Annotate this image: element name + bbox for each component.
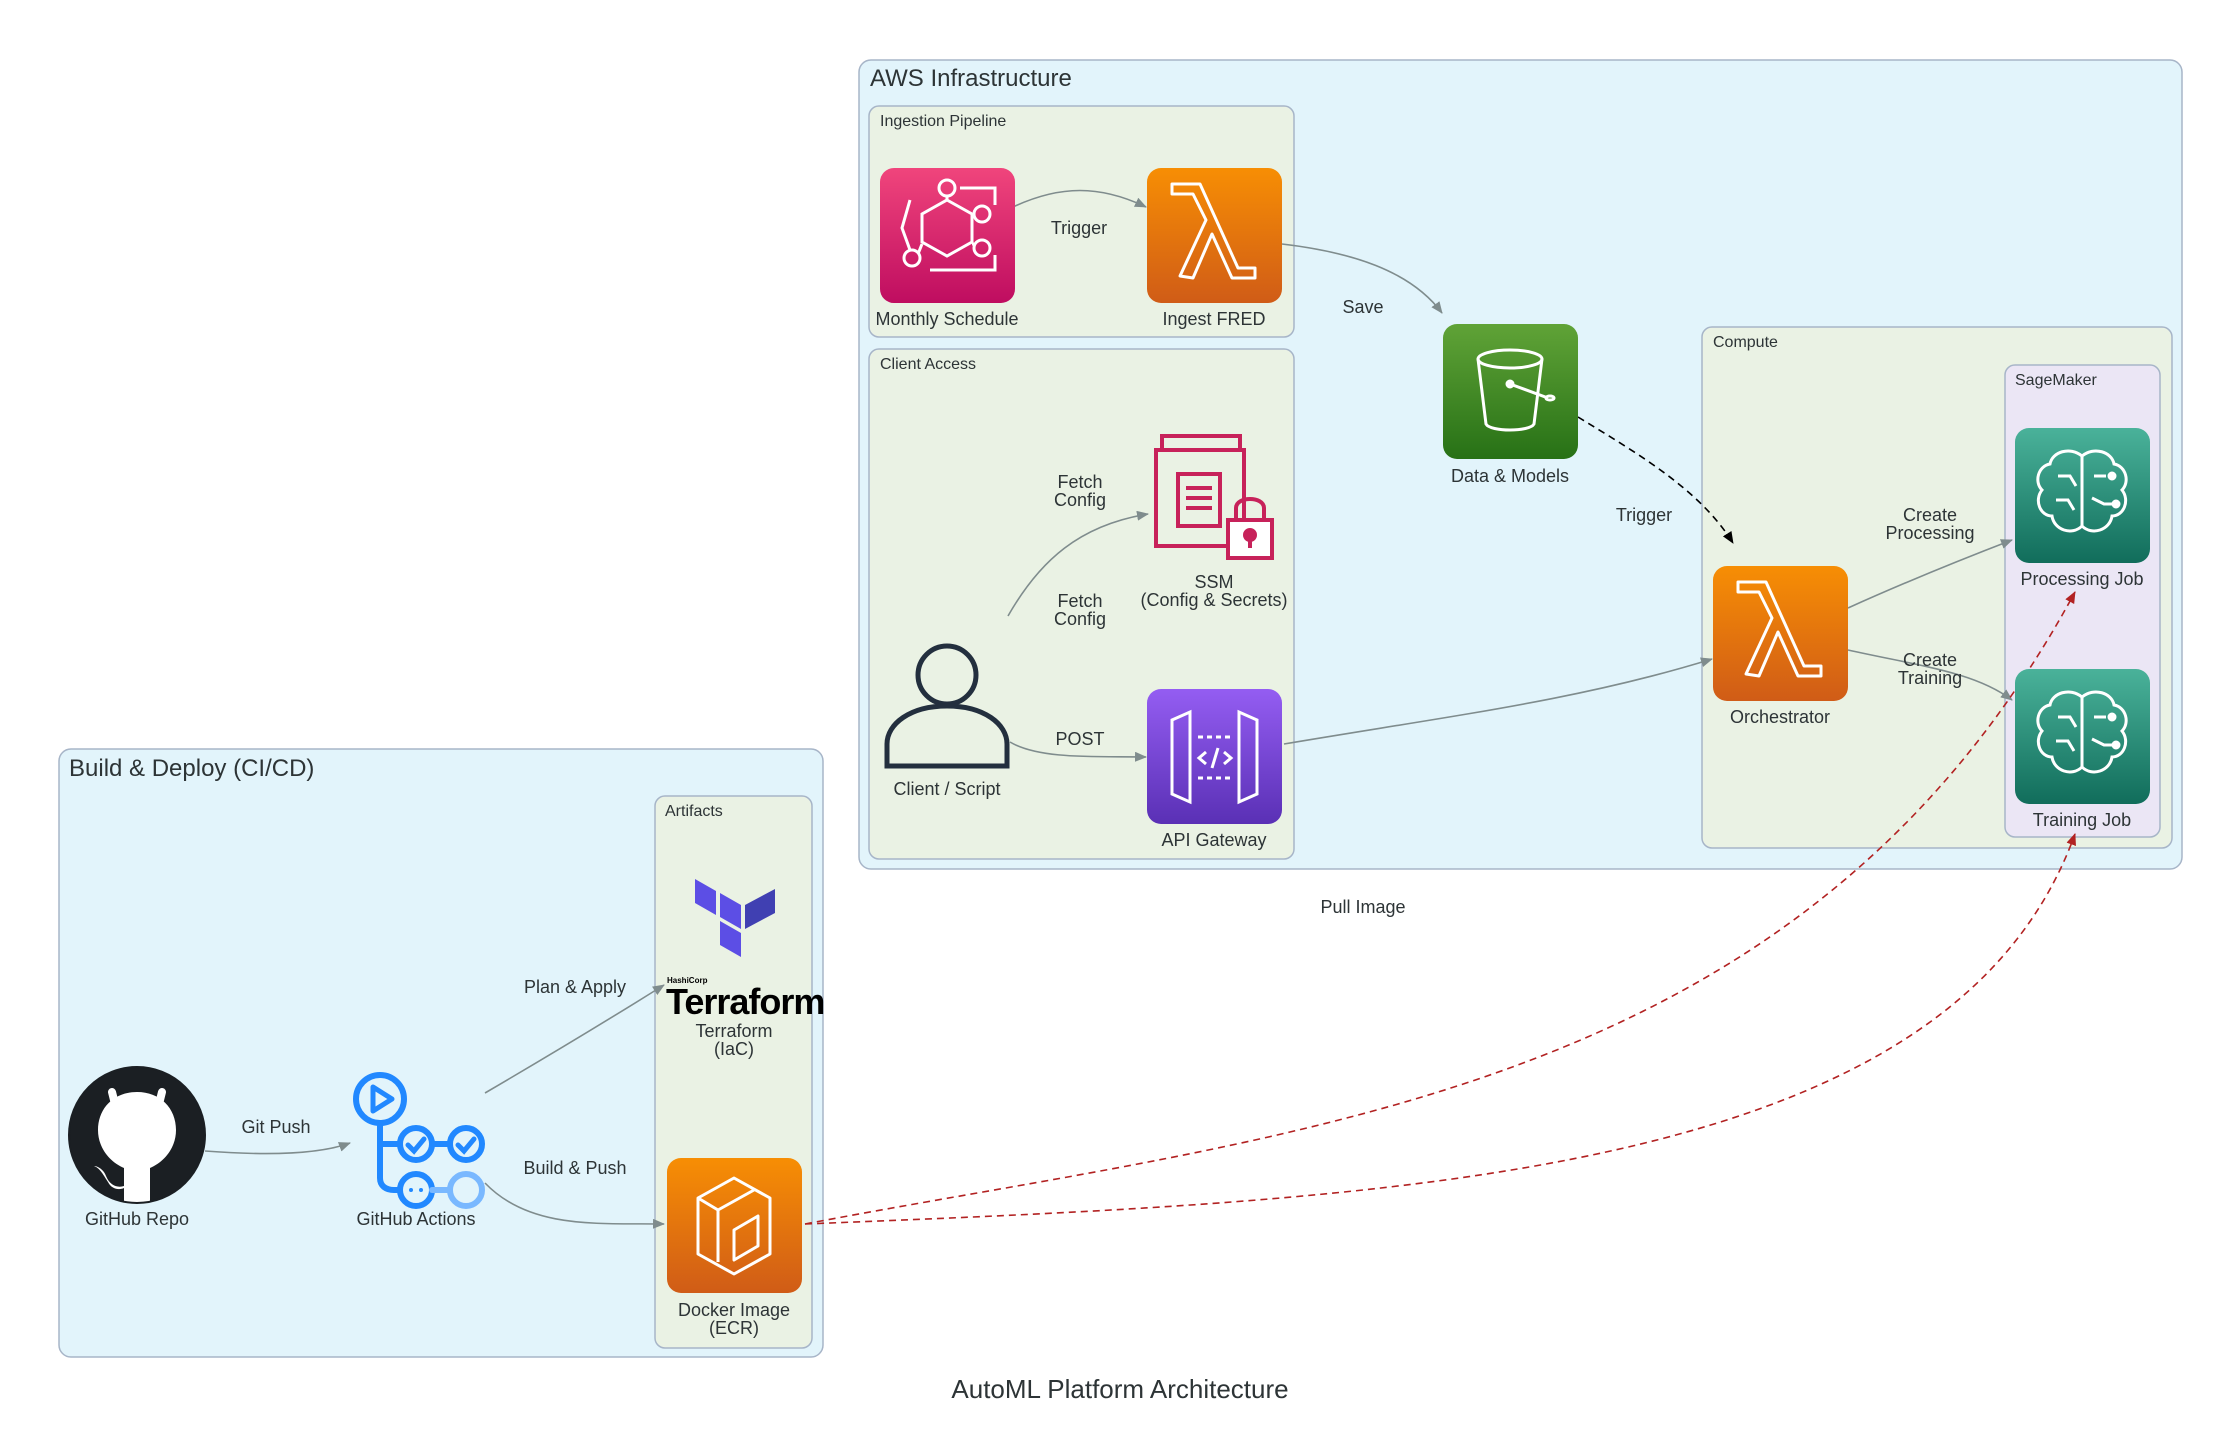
edge-label-save: Save	[1342, 297, 1383, 317]
node-label: Client / Script	[893, 779, 1000, 799]
node-client-script[interactable]: Client / Script	[884, 643, 1010, 799]
terraform-icon	[695, 879, 775, 957]
cluster-cicd-title: Build & Deploy (CI/CD)	[69, 755, 314, 782]
cluster-client-title: Client Access	[880, 356, 976, 373]
edge-label-fetch-config-1a: Fetch	[1057, 472, 1102, 492]
edge-ecr-to-training	[804, 833, 2076, 1225]
diagram-title: AutoML Platform Architecture	[951, 1374, 1288, 1404]
edge-label-plan-apply: Plan & Apply	[524, 977, 626, 997]
node-label-line1: Docker Image	[678, 1300, 790, 1320]
node-label-line2: (ECR)	[709, 1318, 759, 1338]
cluster-artifacts-title: Artifacts	[665, 803, 723, 820]
user-icon	[884, 643, 1010, 769]
cluster-ingestion-title: Ingestion Pipeline	[880, 113, 1006, 130]
edge-label-create-processing-a: Create	[1903, 505, 1957, 525]
edge-actions-to-terraform	[484, 984, 665, 1094]
edge-labels: Trigger Save Trigger Fetch Config Fetch …	[241, 218, 1974, 1178]
edge-ecr-to-processing	[804, 591, 2076, 1225]
edge-orchestrator-to-training	[1847, 649, 2013, 701]
edge-label-trigger-orch: Trigger	[1616, 505, 1672, 525]
edge-label-fetch-config-2b: Config	[1054, 609, 1106, 629]
sagemaker-icon	[2015, 428, 2150, 563]
cluster-sagemaker-title: SageMaker	[2015, 372, 2097, 389]
node-github-repo[interactable]: GitHub Repo	[68, 1066, 206, 1229]
edge-repo-to-actions	[204, 1142, 351, 1155]
node-label-line2: (Config & Secrets)	[1140, 590, 1287, 610]
edge-label-build-push: Build & Push	[523, 1158, 626, 1178]
node-label: Processing Job	[2020, 569, 2143, 589]
node-training-job[interactable]: Training Job	[2015, 669, 2150, 830]
node-ssm[interactable]: SSM (Config & Secrets)	[1140, 434, 1288, 610]
edge-label-post: POST	[1055, 729, 1104, 749]
node-orchestrator[interactable]: Orchestrator	[1713, 566, 1848, 727]
node-docker-image-ecr[interactable]: Docker Image (ECR)	[667, 1158, 802, 1338]
node-ingest-fred[interactable]: Ingest FRED	[1147, 168, 1282, 329]
edge-actions-to-ecr	[484, 1182, 665, 1229]
s3-bucket-icon	[1443, 324, 1578, 459]
github-icon	[68, 1066, 206, 1204]
edge-label-fetch-config-1b: Config	[1054, 490, 1106, 510]
edges	[204, 189, 2076, 1229]
node-label: Monthly Schedule	[875, 309, 1018, 329]
sagemaker-icon	[2015, 669, 2150, 804]
lambda-icon	[1147, 168, 1282, 303]
node-label: GitHub Actions	[356, 1209, 475, 1229]
node-label: Ingest FRED	[1162, 309, 1265, 329]
edge-orchestrator-to-processing	[1847, 539, 2013, 609]
github-actions-icon	[353, 1072, 485, 1209]
eventbridge-icon	[880, 168, 1015, 303]
node-github-actions[interactable]: GitHub Actions	[353, 1072, 485, 1229]
edge-label-trigger-ingest: Trigger	[1051, 218, 1107, 238]
ssm-icon	[1154, 434, 1274, 560]
node-label: Training Job	[2033, 810, 2131, 830]
terraform-brand-wordmark: Terraform	[666, 981, 824, 1022]
cluster-compute-title: Compute	[1713, 334, 1778, 351]
terraform-brand-small: HashiCorp	[667, 976, 708, 985]
node-terraform[interactable]: HashiCorp Terraform Terraform (IaC)	[666, 879, 825, 1059]
edge-ingest-to-s3	[1281, 243, 1443, 314]
edge-label-fetch-config-2a: Fetch	[1057, 591, 1102, 611]
api-gateway-icon	[1147, 689, 1282, 824]
node-label: Orchestrator	[1730, 707, 1830, 727]
edge-label-create-training-b: Training	[1898, 668, 1962, 688]
edge-client-to-ssm	[1007, 510, 1149, 617]
cluster-build-deploy: Build & Deploy (CI/CD)	[58, 748, 824, 1358]
node-label-line2: (IaC)	[714, 1039, 754, 1059]
edge-client-to-apigw	[1009, 741, 1147, 762]
edge-label-git-push: Git Push	[241, 1117, 310, 1137]
node-label-line1: SSM	[1194, 572, 1233, 592]
lambda-icon	[1713, 566, 1848, 701]
node-api-gateway[interactable]: API Gateway	[1147, 689, 1282, 850]
edge-label-create-training-a: Create	[1903, 650, 1957, 670]
node-label: Data & Models	[1451, 466, 1569, 486]
edge-apigw-to-orchestrator	[1283, 657, 1713, 745]
edge-label-pull-image: Pull Image	[1320, 897, 1405, 917]
edge-schedule-to-ingest	[1012, 189, 1147, 208]
node-label: GitHub Repo	[85, 1209, 189, 1229]
ecr-icon	[667, 1158, 802, 1293]
node-data-models[interactable]: Data & Models	[1443, 324, 1578, 486]
node-monthly-schedule[interactable]: Monthly Schedule	[875, 168, 1019, 329]
edge-s3-to-orchestrator	[1577, 416, 1734, 544]
node-label: API Gateway	[1161, 830, 1266, 850]
edge-label-create-processing-b: Processing	[1885, 523, 1974, 543]
node-processing-job[interactable]: Processing Job	[2015, 428, 2150, 589]
node-label-line1: Terraform	[695, 1021, 772, 1041]
cluster-aws-title: AWS Infrastructure	[870, 65, 1072, 92]
